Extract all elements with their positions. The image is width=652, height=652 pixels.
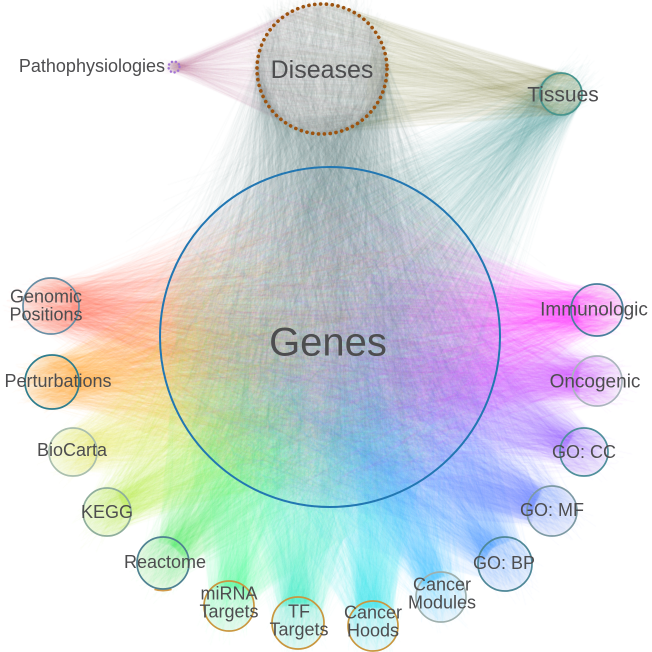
node-circle-tissues[interactable] (539, 72, 583, 116)
node-circle-immunologic[interactable] (570, 283, 624, 337)
node-circle-go_cc[interactable] (559, 427, 609, 477)
node-circle-mirna_targets[interactable] (203, 580, 255, 632)
node-circle-pathophysiologies[interactable] (167, 60, 181, 74)
node-circle-perturbations[interactable] (24, 354, 80, 410)
node-circle-genomic_positions[interactable] (22, 277, 80, 335)
node-circle-tf_targets[interactable] (271, 596, 325, 650)
node-circle-reactome[interactable] (136, 536, 190, 590)
occluded-node-arc-reactome (154, 587, 172, 592)
node-circle-diseases[interactable] (255, 2, 389, 136)
node-circle-genes[interactable] (159, 166, 501, 508)
node-circle-cancer_modules[interactable] (415, 571, 467, 623)
node-circle-go_mf[interactable] (526, 485, 578, 537)
node-circle-biocarta[interactable] (48, 427, 98, 477)
node-circle-go_bp[interactable] (477, 536, 533, 592)
node-circle-kegg[interactable] (82, 487, 132, 537)
node-circle-cancer_hoods[interactable] (347, 600, 399, 652)
node-circle-oncogenic[interactable] (571, 355, 623, 407)
